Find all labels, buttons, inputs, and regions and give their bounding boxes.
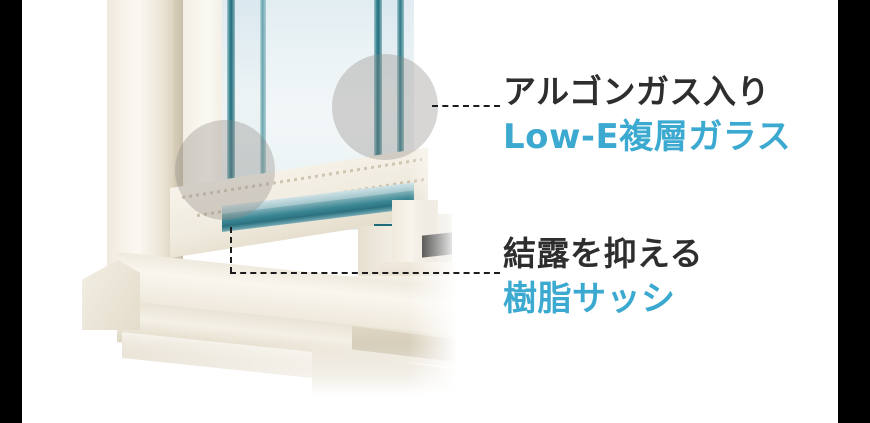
callout-sash-line2: 樹脂サッシ [503,279,676,319]
leader-line-sash-horizontal [230,272,500,274]
callout-glass-line1: アルゴンガス入り [503,72,771,111]
frame-left-corner [82,260,140,330]
leader-line-sash-vertical [230,227,232,273]
frame-outer-upright [107,0,173,284]
leader-line-glass [432,105,500,107]
sash-highlight-circle [175,120,275,220]
letterbox-bar-left [0,0,22,423]
callout-sash-line1: 結露を抑える [503,234,704,273]
glass-highlight-circle [332,54,438,160]
callout-glass-line2: Low-E複層ガラス [503,117,792,157]
window-cross-section-illustration [22,0,838,423]
sash-hollow-cavity-1 [422,232,452,258]
callout-sash: 結露を抑える 樹脂サッシ [503,232,703,322]
callout-glass: アルゴンガス入り Low-E複層ガラス [503,70,791,160]
letterbox-bar-right [838,0,870,423]
